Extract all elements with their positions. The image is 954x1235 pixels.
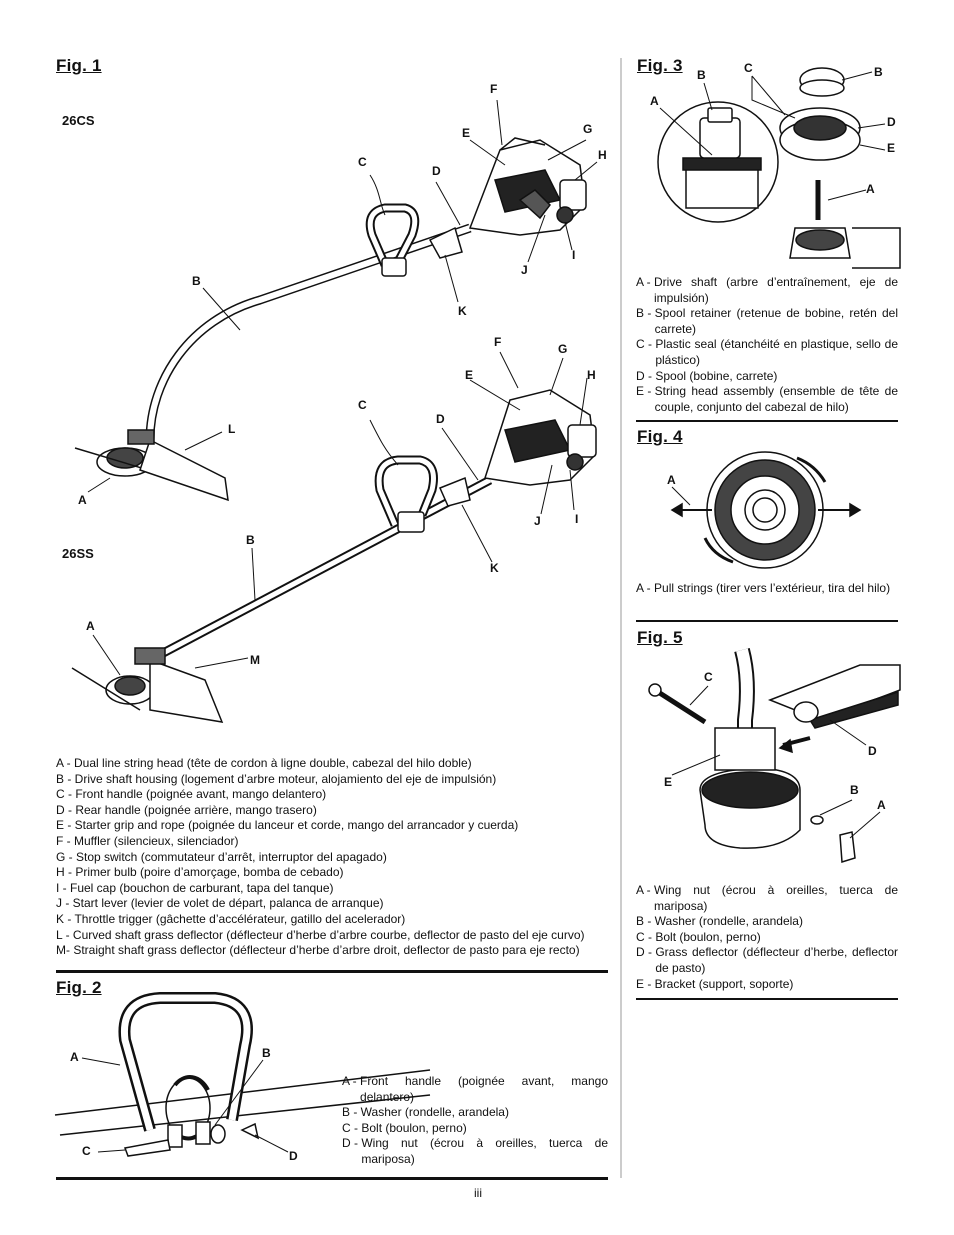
legend-item: D - Grass deflector (déflecteur d’herbe,…	[636, 945, 898, 975]
front-handle-mounting-illustration	[54, 992, 431, 1157]
callout-label: F	[490, 82, 498, 96]
legend-item: A - Drive shaft (arbre d’entraînement, e…	[636, 275, 898, 305]
callout-label: C	[704, 670, 713, 684]
callout-label: G	[558, 342, 568, 356]
callout-label: C	[358, 155, 367, 169]
callout-label: D	[868, 744, 877, 758]
legend-item: J - Start lever (levier de volet de dépa…	[56, 896, 384, 911]
callout-label: F	[494, 335, 502, 349]
section-divider	[636, 620, 898, 622]
pull-strings-illustration	[670, 451, 862, 569]
callout-label: E	[887, 141, 896, 155]
legend-item: D - Spool (bobine, carrete)	[636, 368, 778, 383]
legend-item: C - Plastic seal (étanchéité en plastiqu…	[636, 337, 898, 367]
curved-shaft-trimmer-illustration	[74, 137, 587, 502]
fig2-legend: A - Front handle (poignée avant, mango d…	[342, 1074, 608, 1168]
fig2-title: Fig. 2	[56, 978, 102, 997]
legend-item: A - Dual line string head (tête de cordo…	[56, 756, 472, 770]
legend-item: E - Starter grip and rope (poignée du la…	[56, 818, 519, 833]
legend-item: I - Fuel cap (bouchon de carburant, tapa…	[56, 880, 334, 895]
callout-label: I	[572, 248, 576, 262]
section-divider	[56, 1177, 608, 1180]
legend-item: M- Straight shaft grass deflector (défle…	[56, 943, 580, 958]
page-number: iii	[474, 1186, 482, 1200]
legend-item: K - Throttle trigger (gâchette d’accélér…	[56, 911, 406, 926]
callout-label: J	[534, 514, 541, 528]
callout-label: K	[490, 561, 499, 575]
legend-item: C - Front handle (poignée avant, mango d…	[56, 787, 327, 802]
callout-label: D	[289, 1149, 298, 1163]
legend-item: B - Washer (rondelle, arandela)	[636, 914, 803, 929]
callout-label: A	[86, 619, 95, 633]
fig5-legend: A - Wing nut (écrou à oreilles, tuerca d…	[636, 883, 898, 992]
callout-label: B	[246, 533, 255, 547]
callout-label: L	[228, 422, 236, 436]
callout-label: D	[436, 412, 445, 426]
callout-label: A	[70, 1050, 79, 1064]
callout-label: B	[192, 274, 201, 288]
callout-label: C	[82, 1144, 91, 1158]
model-label-26cs: 26CS	[62, 113, 95, 128]
fig3-legend: A - Drive shaft (arbre d’entraînement, e…	[636, 275, 898, 415]
legend-item: E - Bracket (support, soporte)	[636, 976, 794, 991]
legend-item: G - Stop switch (commutateur d’arrêt, in…	[56, 849, 387, 864]
callout-label: D	[432, 164, 441, 178]
legend-item: L - Curved shaft grass deflector (déflec…	[56, 927, 585, 942]
callout-label: E	[462, 126, 471, 140]
callout-label: H	[598, 148, 607, 162]
section-divider	[56, 970, 608, 973]
legend-item: D - Rear handle (poignée arrière, mango …	[56, 802, 317, 817]
model-label-26ss: 26SS	[62, 546, 94, 561]
legend-item: A - Front handle (poignée avant, mango d…	[342, 1074, 608, 1104]
legend-item: A - Pull strings (tirer vers l’extérieur…	[636, 581, 891, 595]
section-divider	[636, 998, 898, 1000]
fig1-legend: A - Dual line string head (tête de cordo…	[56, 756, 611, 959]
straight-shaft-trimmer-illustration	[71, 389, 597, 723]
callout-label: B	[850, 783, 859, 797]
grass-deflector-installation-illustration	[648, 647, 901, 863]
legend-item: C - Bolt (boulon, perno)	[636, 929, 761, 944]
legend-item: F - Muffler (silencieux, silenciador)	[56, 833, 239, 848]
fig3-title: Fig. 3	[637, 56, 683, 75]
callout-label: I	[575, 512, 579, 526]
callout-label: M	[250, 653, 260, 667]
fig1-title: Fig. 1	[56, 56, 102, 75]
fig4-title: Fig. 4	[637, 427, 683, 446]
legend-item: C - Bolt (boulon, perno)	[342, 1120, 467, 1135]
callout-label: G	[583, 122, 593, 136]
section-divider	[636, 420, 898, 422]
callout-label: B	[697, 68, 706, 82]
legend-item: B - Washer (rondelle, arandela)	[342, 1105, 509, 1120]
legend-item: B - Drive shaft housing (logement d’arbr…	[56, 771, 497, 786]
legend-item: D - Wing nut (écrou à oreilles, tuerca d…	[342, 1136, 608, 1166]
callout-label: H	[587, 368, 596, 382]
callout-label: D	[887, 115, 896, 129]
callout-label: K	[458, 304, 467, 318]
callout-label: B	[262, 1046, 271, 1060]
callout-label: E	[465, 368, 474, 382]
callout-label: A	[78, 493, 87, 507]
callout-label: J	[521, 263, 528, 277]
callout-label: A	[650, 94, 659, 108]
callout-label: A	[877, 798, 886, 812]
legend-item: B - Spool retainer (retenue de bobine, r…	[636, 306, 898, 336]
callout-label: C	[358, 398, 367, 412]
legend-item: E - String head assembly (ensemble de tê…	[636, 384, 898, 414]
legend-item: A - Wing nut (écrou à oreilles, tuerca d…	[636, 883, 898, 913]
callout-label: A	[667, 473, 676, 487]
callout-label: C	[744, 61, 753, 75]
string-head-assembly-illustration	[657, 67, 901, 269]
fig4-legend: A - Pull strings (tirer vers l’extérieur…	[636, 581, 898, 597]
callout-label: E	[664, 775, 673, 789]
legend-item: H - Primer bulb (poire d’amorçage, bomba…	[56, 865, 344, 880]
fig5-title: Fig. 5	[637, 628, 683, 647]
callout-label: B	[874, 65, 883, 79]
callout-label: A	[866, 182, 875, 196]
